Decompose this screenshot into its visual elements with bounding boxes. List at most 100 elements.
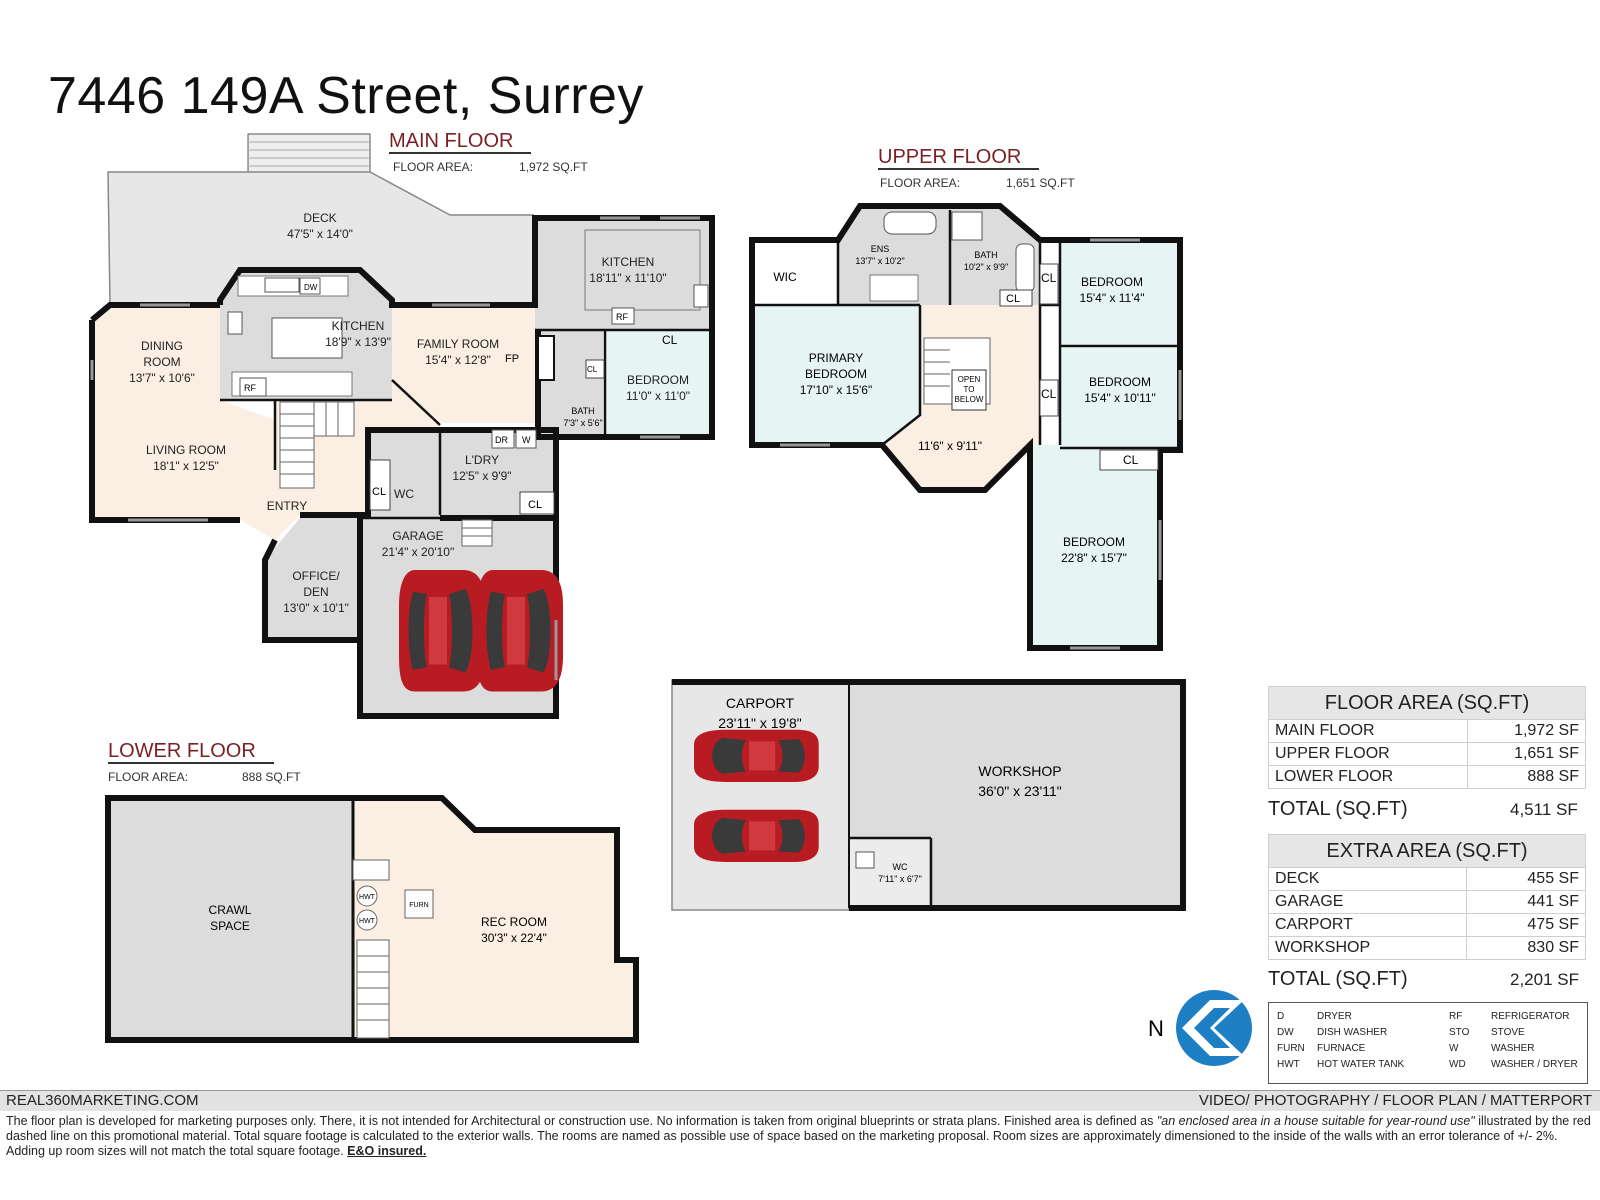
dw-label: DW (304, 283, 318, 292)
w-label: W (522, 435, 531, 445)
wic-name: WIC (773, 270, 797, 284)
legend-meaning: REFRIGERATOR (1491, 1011, 1570, 1022)
crawl-name-1: CRAWL (209, 903, 252, 917)
office-floor (265, 518, 360, 640)
main-stairs (279, 401, 355, 489)
office-size: 13'0" x 10'1" (283, 601, 349, 615)
table-cell: LOWER FLOOR (1268, 765, 1468, 789)
cl-label-bath: CL (587, 365, 598, 374)
main-floor-heading: MAIN FLOOR (389, 130, 532, 154)
table-cell: 1,972 SF (1466, 719, 1587, 743)
table-cell: 888 SF (1466, 765, 1587, 789)
footer-services: VIDEO/ PHOTOGRAPHY / FLOOR PLAN / MATTER… (1198, 1092, 1592, 1109)
cl-label-entry: CL (372, 486, 386, 498)
main-floor-area: FLOOR AREA: 1,972 SQ.FT (393, 160, 593, 174)
table-cell: MAIN FLOOR (1268, 719, 1468, 743)
footer-bar: REAL360MARKETING.COM VIDEO/ PHOTOGRAPHY … (0, 1090, 1600, 1111)
floor-area-table-header: FLOOR AREA (SQ.FT) (1268, 686, 1586, 720)
office-name-2: DEN (303, 585, 328, 599)
legend-meaning: HOT WATER TANK (1317, 1059, 1405, 1070)
wc-shop-size: 7'11" x 6'7" (878, 874, 922, 884)
cl-label-upper-3: CL (1041, 387, 1057, 401)
legend-abbr: W (1449, 1043, 1459, 1054)
dining-name-2: ROOM (143, 355, 180, 369)
north-label: N (1148, 1016, 1164, 1041)
ens-name: ENS (871, 244, 890, 254)
cl-label-laundry: CL (528, 499, 542, 511)
wc-main-name: WC (394, 487, 414, 501)
page-title: 7446 149A Street, Surrey (48, 67, 644, 125)
legend-meaning: WASHER / DRYER (1491, 1059, 1578, 1070)
bath-upper-name: BATH (974, 250, 997, 260)
table-cell: WORKSHOP (1267, 936, 1468, 960)
cl-label-upper-1: CL (1041, 271, 1057, 285)
car-icon (399, 570, 485, 692)
carport-size: 23'11" x 19'8" (718, 715, 802, 731)
legend-meaning: DRYER (1317, 1011, 1352, 1022)
cl-label-bedroom: CL (662, 333, 678, 347)
laundry-name: L'DRY (465, 453, 499, 467)
upper-floor-heading: UPPER FLOOR (878, 146, 1040, 170)
kitchen-sink (264, 277, 300, 293)
laundry-size: 12'5" x 9'9" (452, 469, 511, 483)
open-to-below-1: OPEN (958, 375, 981, 384)
table-cell: UPPER FLOOR (1268, 742, 1468, 766)
extra-area-total-label: TOTAL (SQ.FT) (1268, 968, 1408, 990)
main-floor-area-label: FLOOR AREA: (393, 160, 474, 174)
hwt-label-1: HWT (359, 894, 376, 901)
floor-area-total-label: TOTAL (SQ.FT) (1268, 798, 1408, 820)
upper-floor-area-label: FLOOR AREA: (880, 176, 961, 190)
legend-abbr: STO (1449, 1027, 1470, 1038)
table-cell: CARPORT (1267, 913, 1468, 937)
bed2-size: 15'4" x 10'11" (1084, 391, 1156, 405)
primary-name-2: BEDROOM (805, 367, 867, 381)
kitchen-b-size: 18'9" x 13'9" (325, 335, 391, 349)
disclaimer-quote: "an enclosed area in a house suitable fo… (1156, 1114, 1475, 1128)
cl-label-upper-2: CL (1006, 293, 1020, 305)
lower-floor-heading: LOWER FLOOR (108, 740, 274, 764)
primary-size: 17'10" x 15'6" (800, 383, 873, 397)
carport-workshop-plan: CARPORT 23'11" x 19'8" WORKSHOP 36'0" x … (671, 679, 1186, 911)
workshop-name: WORKSHOP (978, 763, 1061, 779)
extra-area-table-header: EXTRA AREA (SQ.FT) (1268, 834, 1586, 868)
bedroom-main-size: 11'0" x 11'0" (626, 389, 690, 403)
abbreviation-legend: D DRYER RF REFRIGERATOR DW DISH WASHER S… (1268, 1002, 1588, 1084)
dining-size: 13'7" x 10'6" (129, 371, 195, 385)
wc-shop-name: WC (893, 862, 908, 872)
bedroom-main-floor (605, 330, 712, 437)
kitchen-a-size: 18'11" x 11'10" (589, 271, 666, 285)
ens-size: 13'7" x 10'2" (855, 256, 904, 266)
kitchen-b-name: KITCHEN (332, 319, 385, 333)
rf-label-kitchen-a: RF (616, 312, 628, 322)
table-cell: 455 SF (1466, 867, 1586, 891)
legend-abbr: WD (1449, 1059, 1466, 1070)
dining-name-1: DINING (141, 339, 183, 353)
garage-name: GARAGE (392, 529, 443, 543)
car-icon (477, 570, 563, 692)
dining-living-floor (92, 305, 275, 520)
furn-label: FURN (409, 902, 428, 909)
bed1-name: BEDROOM (1081, 275, 1143, 289)
legend-abbr: RF (1449, 1011, 1463, 1022)
legend-abbr: DW (1277, 1027, 1294, 1038)
lower-floor-area-label: FLOOR AREA: (108, 770, 189, 784)
disclaimer-part-2: illustrated by the red dashed line on th… (6, 1114, 1591, 1158)
footer-website-link[interactable]: REAL360MARKETING.COM (6, 1092, 199, 1109)
floor-plan-drawing: DW RF RF FP CL CL CL CL DR (89, 133, 1252, 1066)
bath-main-size: 7'3" x 5'6" (563, 418, 602, 428)
family-room-name: FAMILY ROOM (417, 337, 499, 351)
office-name-1: OFFICE/ (292, 569, 340, 583)
lower-floor-plan: HWT HWT FURN CRAWL SPACE REC ROOM 30'3" … (105, 795, 639, 1043)
family-room-size: 15'4" x 12'8" (425, 353, 491, 367)
extra-area-total-value: 2,201 SF (1510, 970, 1579, 989)
living-room-name: LIVING ROOM (146, 443, 226, 457)
table-cell: 1,651 SF (1466, 742, 1587, 766)
open-to-below-3: BELOW (955, 395, 984, 404)
table-cell: 441 SF (1466, 890, 1586, 914)
living-room-size: 18'1" x 12'5" (153, 459, 219, 473)
legend-abbr: FURN (1277, 1043, 1305, 1054)
legend-meaning: STOVE (1491, 1027, 1525, 1038)
